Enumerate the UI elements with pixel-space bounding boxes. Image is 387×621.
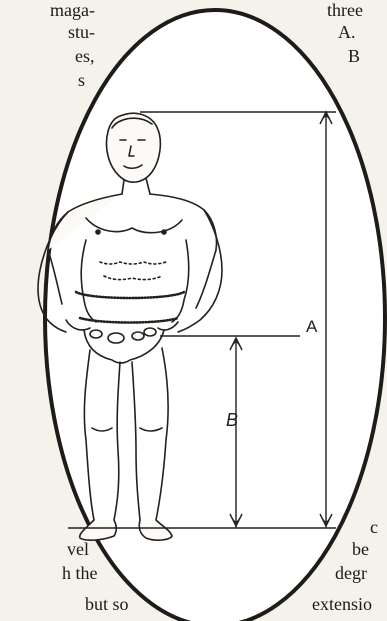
label-b: B (226, 410, 238, 430)
label-a: A (306, 317, 318, 336)
